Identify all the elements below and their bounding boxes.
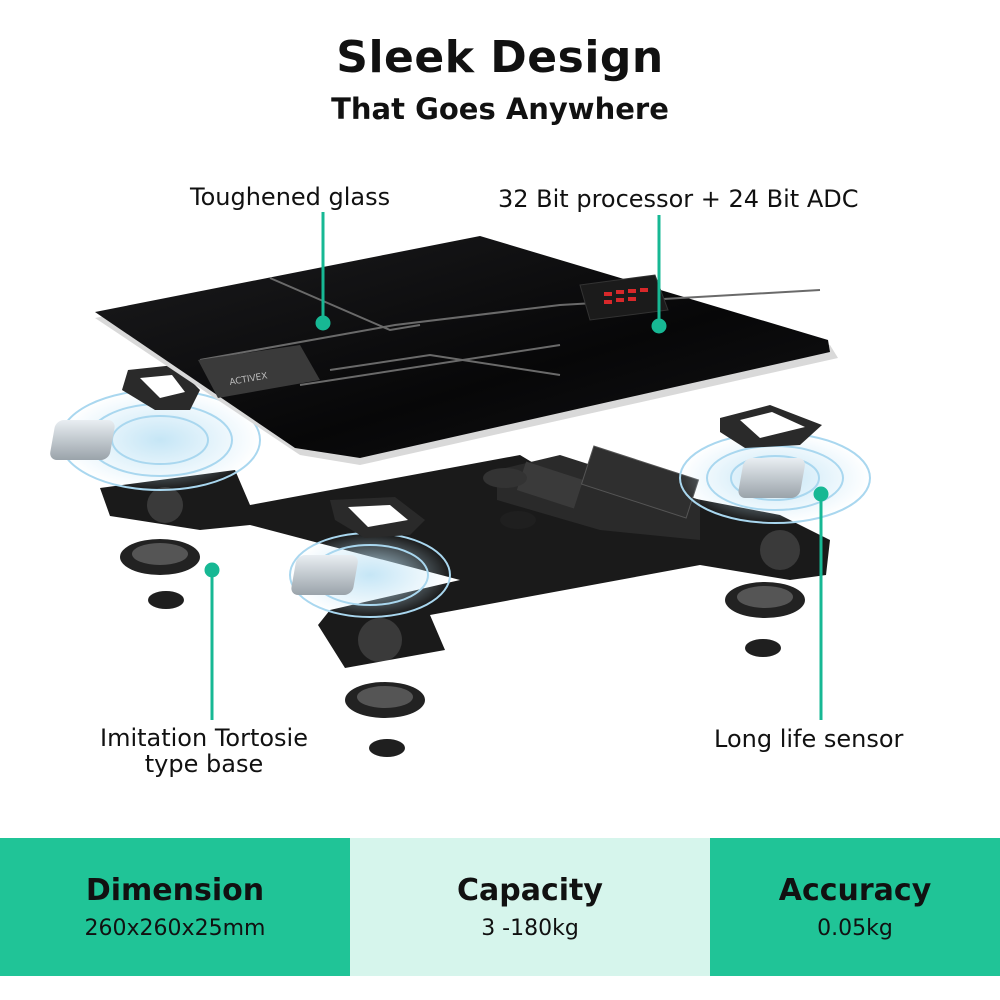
spec-accuracy-value: 0.05kg xyxy=(817,916,893,941)
headline-title: Sleek Design xyxy=(336,32,664,83)
glass-platform: ACTIVEX xyxy=(95,236,838,465)
spec-accuracy-label: Accuracy xyxy=(778,873,932,908)
spec-accuracy: Accuracy 0.05kg xyxy=(710,838,1000,976)
feet xyxy=(120,468,805,757)
callout-long-life-sensor: Long life sensor xyxy=(714,725,904,753)
spec-capacity-label: Capacity xyxy=(457,873,603,908)
callout-tortoise-base-line1: Imitation Tortosie xyxy=(99,724,308,752)
exploded-scale-illustration: ACTIVEX xyxy=(50,212,871,757)
callout-tortoise-base-line2: type base xyxy=(144,750,264,778)
led-display-icon xyxy=(604,288,648,304)
callout-processor: 32 Bit processor + 24 Bit ADC xyxy=(498,185,859,213)
base-frame xyxy=(100,445,830,668)
spec-capacity: Capacity 3 -180kg xyxy=(350,838,710,976)
callout-tortoise-base: Imitation Tortosie type base xyxy=(88,725,320,777)
callout-pointers xyxy=(204,212,829,720)
spec-dimension-value: 260x260x25mm xyxy=(84,916,266,941)
spec-capacity-value: 3 -180kg xyxy=(481,916,579,941)
spec-bar: Dimension 260x260x25mm Capacity 3 -180kg… xyxy=(0,838,1000,976)
callout-toughened-glass: Toughened glass xyxy=(190,183,391,211)
spec-dimension-label: Dimension xyxy=(85,873,265,908)
spec-dimension: Dimension 260x260x25mm xyxy=(0,838,350,976)
load-cells xyxy=(50,365,822,595)
headline-subtitle: That Goes Anywhere xyxy=(331,92,669,126)
